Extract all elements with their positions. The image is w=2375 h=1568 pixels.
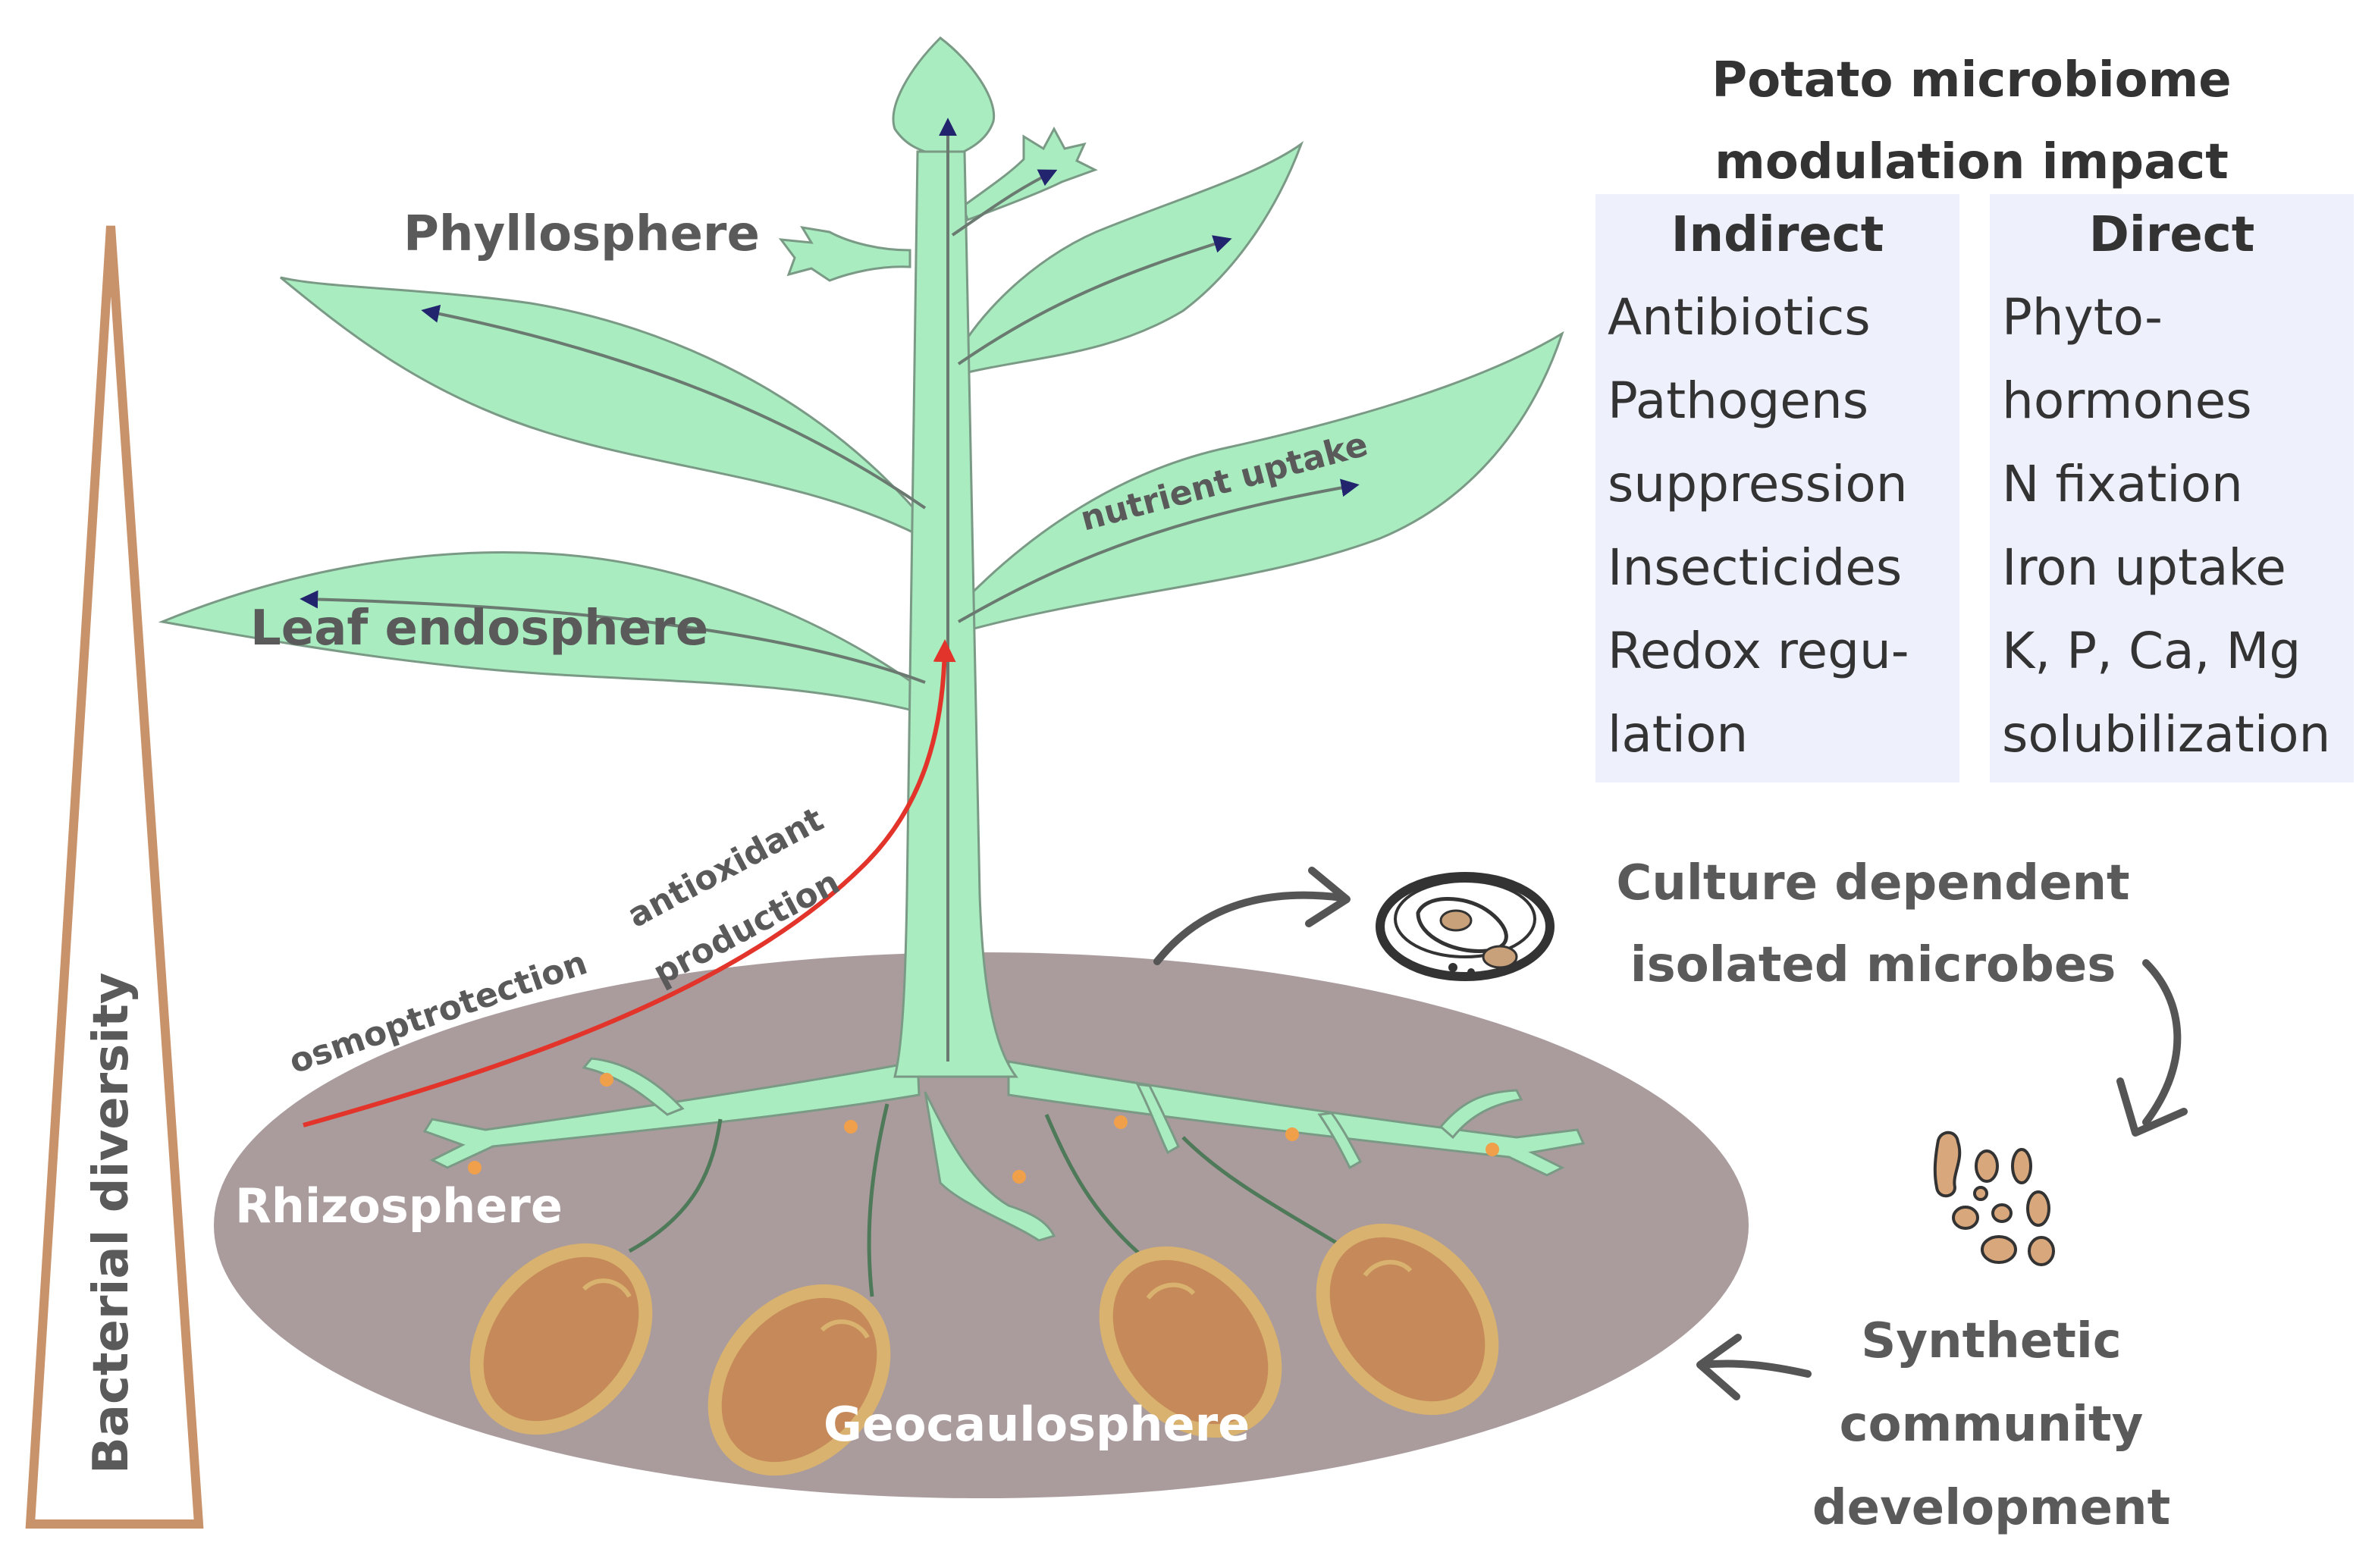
synthetic-label-line3: development — [1812, 1480, 2170, 1536]
osmoprotection-red-arrow — [303, 639, 956, 1127]
indirect-item: Redox regu- — [1608, 622, 1909, 680]
direct-item: N fixation — [2002, 455, 2243, 513]
synthetic-label-line1: Synthetic — [1861, 1313, 2121, 1369]
flower-left — [778, 225, 911, 282]
leaf-top — [892, 36, 996, 161]
petri-dish-icon — [1376, 872, 1555, 981]
leaf-lower-right — [957, 331, 1564, 634]
indirect-item: lation — [1608, 705, 1749, 764]
rhizosphere-label: Rhizosphere — [235, 1178, 563, 1234]
geocaulosphere-label: Geocaulosphere — [824, 1397, 1250, 1452]
plant-leaves — [158, 36, 1564, 714]
roots — [422, 1057, 1586, 1242]
flower-right — [962, 126, 1098, 221]
stolons — [628, 1103, 1351, 1297]
phyllosphere-label: Phyllosphere — [403, 206, 760, 262]
bacterial-diversity-triangle — [25, 225, 204, 1529]
bacterial-diversity-label: Bacterial diversity — [83, 972, 140, 1474]
indirect-item: suppression — [1608, 455, 1908, 513]
indirect-item: Antibiotics — [1608, 288, 1871, 347]
direct-item: K, P, Ca, Mg — [2002, 622, 2301, 680]
culture-label-line1: Culture dependent — [1616, 855, 2129, 911]
leaf-endosphere-label: Leaf endosphere — [250, 601, 708, 657]
impact-title: Potato microbiome modulation impact — [1562, 39, 2375, 203]
leaf-upper-right — [955, 140, 1304, 376]
synthetic-label-line2: community — [1840, 1397, 2144, 1453]
culture-label-line2: isolated microbes — [1630, 937, 2116, 993]
tuber — [1099, 1246, 1282, 1438]
tuber — [1316, 1223, 1499, 1416]
tubers — [469, 1223, 1499, 1476]
leaf-upper-left — [280, 276, 928, 537]
indirect-items: Antibiotics Pathogens suppression Insect… — [1595, 276, 1959, 776]
indirect-heading: Indirect — [1671, 207, 1884, 263]
leaf-lower-left — [158, 551, 927, 714]
impact-title-line1: Potato microbiome — [1711, 52, 2232, 108]
direct-impact-box: Direct Phyto- hormones N fixation Iron u… — [1990, 194, 2354, 782]
vascular-arrows — [300, 118, 1360, 1062]
direct-item: Phyto- — [2002, 288, 2163, 347]
direct-item: solubilization — [2002, 705, 2331, 764]
bacteria-dots — [468, 1073, 1499, 1184]
plant-stem — [893, 150, 1018, 1078]
direct-item: Iron uptake — [2002, 538, 2286, 597]
indirect-item: Pathogens — [1608, 372, 1869, 430]
tuber — [707, 1284, 891, 1476]
indirect-impact-box: Indirect Antibiotics Pathogens suppressi… — [1595, 194, 1959, 782]
direct-items: Phyto- hormones N fixation Iron uptake K… — [1990, 276, 2354, 776]
indirect-item: Insecticides — [1608, 538, 1903, 597]
impact-title-line2: modulation impact — [1715, 134, 2229, 190]
workflow-arrows — [1153, 867, 2188, 1400]
microbe-cluster-icon — [1933, 1131, 2055, 1266]
tuber — [469, 1243, 653, 1435]
direct-item: hormones — [2002, 372, 2252, 430]
direct-heading: Direct — [2088, 207, 2255, 263]
